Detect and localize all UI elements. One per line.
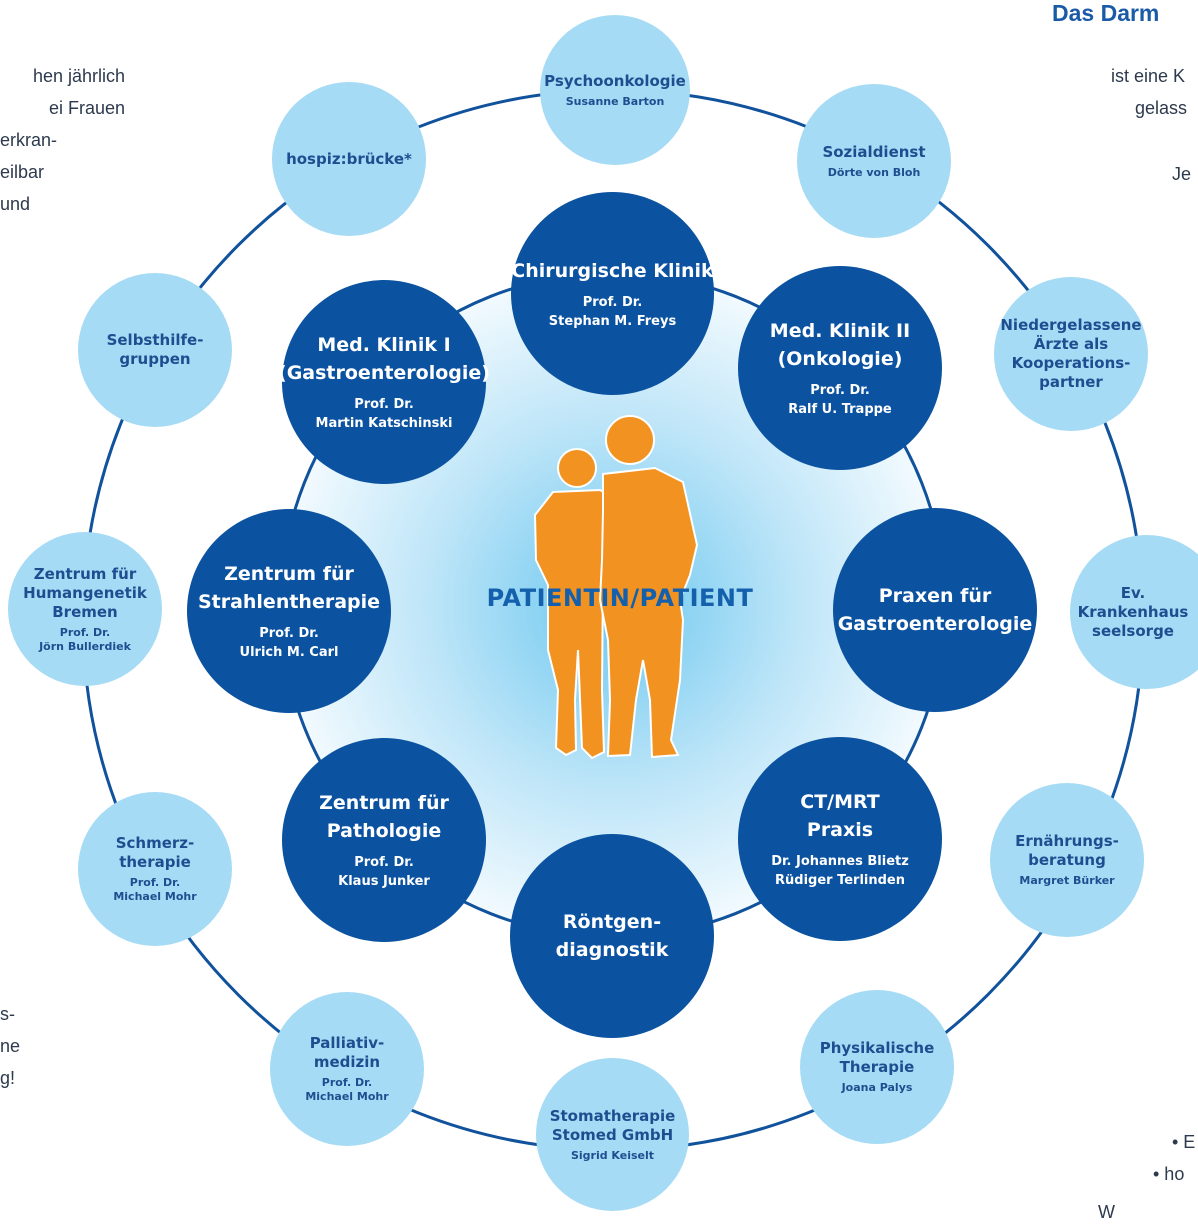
node-title: Niedergelassene Ärzte als Kooperations- …: [1000, 316, 1142, 391]
node-person: Margret Bürker: [1019, 874, 1115, 887]
node-ernaehrungsberatung[interactable]: Ernährungs- beratung Margret Bürker: [990, 783, 1144, 937]
node-stomatherapie[interactable]: Stomatherapie Stomed GmbH Sigrid Keiselt: [536, 1058, 689, 1211]
node-title: Schmerz- therapie: [115, 834, 195, 871]
text-line: und: [0, 194, 31, 214]
node-hospiz-bruecke[interactable]: hospiz:brücke*: [272, 82, 426, 236]
node-roentgendiagnostik[interactable]: Röntgen- diagnostik: [510, 834, 714, 1038]
node-sozialdienst[interactable]: Sozialdienst Dörte von Bloh: [797, 84, 951, 238]
text-line: g!: [0, 1068, 16, 1088]
left-text-top: hen jährlich ei Frauen erkran- eilbar un…: [0, 60, 125, 220]
node-palliativmedizin[interactable]: Palliativ- medizin Prof. Dr. Michael Moh…: [270, 992, 424, 1146]
node-title: Psychoonkologie: [544, 71, 686, 90]
node-schmerztherapie[interactable]: Schmerz- therapie Prof. Dr. Michael Mohr: [78, 792, 232, 946]
node-title: Med. Klinik I (Gastroenterologie): [278, 334, 490, 384]
node-niedergelassene-aerzte[interactable]: Niedergelassene Ärzte als Kooperations- …: [994, 277, 1148, 431]
node-ct-mrt-praxis[interactable]: CT/MRT Praxis Dr. Johannes Blietz Rüdige…: [738, 737, 942, 941]
node-person: Sigrid Keiselt: [570, 1148, 655, 1162]
left-text-bottom: s- ne g!: [0, 998, 20, 1094]
right-text-line: ist eine K: [1111, 66, 1186, 86]
node-person: Prof. Dr. Klaus Junker: [338, 855, 430, 889]
node-title: Physikalische Therapie: [819, 1039, 935, 1076]
node-title: Sozialdienst: [822, 142, 926, 161]
text-line: ne: [0, 1036, 21, 1056]
text-line: s-: [0, 1004, 15, 1024]
node-med-klinik-1[interactable]: Med. Klinik I (Gastroenterologie) Prof. …: [278, 280, 490, 484]
text-line: erkran-: [0, 130, 58, 150]
node-person: Prof. Dr. Michael Mohr: [305, 1076, 389, 1103]
node-person: Joana Palys: [841, 1081, 913, 1094]
node-title: hospiz:brücke*: [286, 149, 412, 168]
node-pathologie[interactable]: Zentrum für Pathologie Prof. Dr. Klaus J…: [282, 738, 486, 942]
node-title: Röntgen- diagnostik: [555, 911, 669, 961]
node-person: Dr. Johannes Blietz Rüdiger Terlinden: [771, 854, 909, 888]
section-heading: Das Darm: [1052, 0, 1160, 26]
node-title: CT/MRT Praxis: [800, 791, 880, 841]
node-psychoonkologie[interactable]: Psychoonkologie Susanne Barton: [540, 15, 690, 165]
patient-silhouette-icon: [533, 415, 699, 760]
text-line: hen jährlich: [32, 66, 125, 86]
node-strahlentherapie[interactable]: Zentrum für Strahlentherapie Prof. Dr. U…: [187, 509, 391, 713]
node-praxen-gastroenterologie[interactable]: Praxen für Gastroenterologie: [833, 508, 1037, 712]
right-text-line: • ho: [1153, 1164, 1185, 1184]
node-med-klinik-2[interactable]: Med. Klinik II (Onkologie) Prof. Dr. Ral…: [738, 266, 942, 470]
text-line: eilbar: [0, 162, 45, 182]
text-line: ei Frauen: [48, 98, 125, 118]
node-title: Chirurgische Klinik: [511, 259, 714, 282]
center-label: PATIENTIN/PATIENT: [486, 584, 754, 612]
node-person: Prof. Dr. Martin Katschinski: [315, 397, 453, 431]
node-person: Dörte von Bloh: [827, 165, 921, 179]
node-title: Zentrum für Pathologie: [319, 792, 449, 842]
right-text-line: gelass: [1135, 98, 1188, 118]
right-text-line: Je: [1172, 164, 1192, 184]
node-title: Praxen für Gastroenterologie: [837, 585, 1033, 635]
node-humangenetik[interactable]: Zentrum für Humangenetik Bremen Prof. Dr…: [8, 532, 162, 686]
node-krankenhausseelsorge[interactable]: Ev. Krankenhaus seelsorge: [1070, 535, 1198, 689]
right-text-line: • E: [1172, 1132, 1196, 1152]
node-chirurgische-klinik[interactable]: Chirurgische Klinik Prof. Dr. Stephan M.…: [511, 192, 714, 395]
node-person: Susanne Barton: [565, 94, 665, 108]
node-person: Prof. Dr. Jörn Bullerdiek: [39, 625, 131, 653]
node-title: Zentrum für Humangenetik Bremen: [23, 564, 147, 621]
node-title: Ev. Krankenhaus seelsorge: [1077, 583, 1189, 640]
node-selbsthilfegruppen[interactable]: Selbsthilfe- gruppen: [78, 273, 232, 427]
node-physikalische-therapie[interactable]: Physikalische Therapie Joana Palys: [800, 990, 954, 1144]
node-title: Zentrum für Strahlentherapie: [197, 563, 381, 613]
node-title: Palliativ- medizin: [309, 1034, 385, 1071]
node-person: Prof. Dr. Ralf U. Trappe: [788, 383, 892, 417]
node-title: Selbsthilfe- gruppen: [106, 331, 204, 368]
node-title: Med. Klinik II (Onkologie): [769, 320, 911, 370]
node-title: Stomatherapie Stomed GmbH: [549, 1106, 676, 1144]
node-person: Prof. Dr. Michael Mohr: [113, 876, 197, 903]
node-person: Prof. Dr. Ulrich M. Carl: [239, 626, 339, 660]
node-person: Prof. Dr. Stephan M. Freys: [548, 294, 677, 329]
node-title: Ernährungs- beratung: [1015, 832, 1119, 869]
